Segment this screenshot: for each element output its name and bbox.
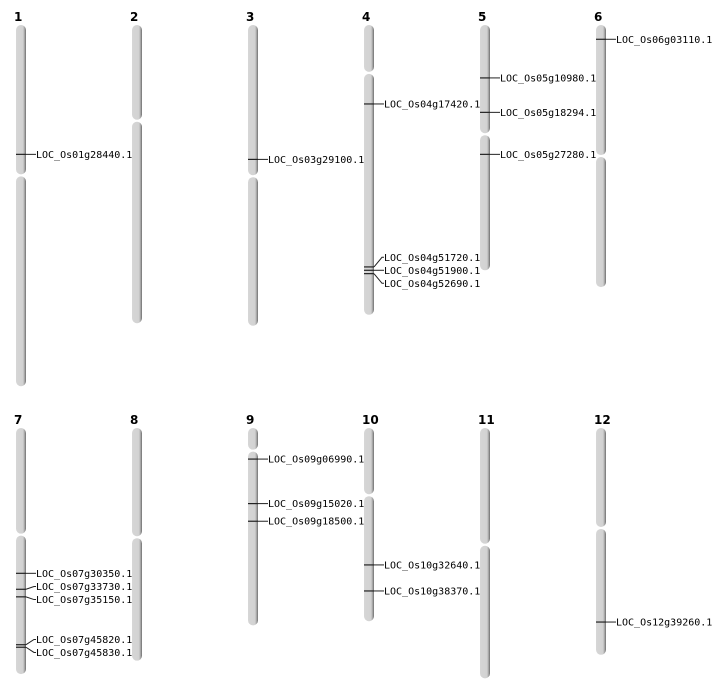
chromosome-long-arm [364, 73, 374, 315]
chromosome-short-arm [596, 25, 606, 156]
chromosome-short-arm [132, 25, 142, 120]
marker-label: LOC_Os06g03110.1 [616, 35, 712, 46]
marker: LOC_Os04g51720.1 [364, 253, 480, 268]
marker: LOC_Os09g18500.1 [248, 517, 364, 528]
chromosome-number: 8 [130, 413, 138, 427]
chromosome-8: 8 [130, 413, 142, 661]
chromosome-short-arm [480, 428, 490, 544]
marker-label: LOC_Os05g27280.1 [500, 150, 596, 161]
chromosome-5: 5LOC_Os05g10980.1LOC_Os05g18294.1LOC_Os0… [478, 10, 596, 271]
marker-label: LOC_Os07g35150.1 [36, 595, 132, 606]
marker-label: LOC_Os09g15020.1 [268, 499, 364, 510]
chromosome-2: 2 [130, 10, 142, 324]
marker: LOC_Os01g28440.1 [16, 150, 132, 161]
marker-label: LOC_Os09g18500.1 [268, 517, 364, 528]
marker: LOC_Os07g45830.1 [16, 646, 132, 659]
chromosome-long-arm [364, 496, 374, 622]
marker-connector [25, 646, 36, 653]
marker: LOC_Os10g32640.1 [364, 560, 480, 571]
chromosome-number: 11 [478, 413, 495, 427]
chromosome-number: 3 [246, 10, 254, 24]
marker-label: LOC_Os10g32640.1 [384, 560, 480, 571]
marker: LOC_Os07g45820.1 [16, 635, 132, 646]
chromosome-long-arm [248, 451, 258, 626]
marker: LOC_Os04g52690.1 [364, 273, 480, 290]
marker: LOC_Os03g29100.1 [248, 155, 364, 166]
marker-label: LOC_Os07g30350.1 [36, 569, 132, 580]
marker-label: LOC_Os10g38370.1 [384, 586, 480, 597]
marker: LOC_Os06g03110.1 [596, 35, 712, 46]
chromosome-number: 7 [14, 413, 22, 427]
chromosome-long-arm [480, 545, 490, 679]
chromosome-short-arm [248, 428, 258, 450]
marker: LOC_Os05g18294.1 [480, 108, 596, 119]
chromosome-long-arm [132, 538, 142, 661]
marker: LOC_Os12g39260.1 [596, 618, 712, 629]
chromosome-number: 10 [362, 413, 379, 427]
marker-connector [373, 273, 384, 284]
marker-label: LOC_Os01g28440.1 [36, 150, 132, 161]
chromosome-long-arm [16, 176, 26, 387]
marker-label: LOC_Os07g33730.1 [36, 582, 132, 593]
chromosome-4: 4LOC_Os04g17420.1LOC_Os04g51720.1LOC_Os0… [362, 10, 480, 315]
chromosome-short-arm [132, 428, 142, 537]
chromosome-long-arm [480, 135, 490, 271]
marker-connector [373, 256, 384, 268]
marker: LOC_Os05g27280.1 [480, 150, 596, 161]
marker-label: LOC_Os04g51720.1 [384, 253, 480, 264]
chromosome-number: 2 [130, 10, 138, 24]
marker-label: LOC_Os05g18294.1 [500, 108, 596, 119]
chromosome-number: 12 [594, 413, 611, 427]
marker-label: LOC_Os07g45830.1 [36, 648, 132, 659]
marker: LOC_Os05g10980.1 [480, 73, 596, 84]
chromosome-number: 5 [478, 10, 486, 24]
chromosome-7: 7LOC_Os07g30350.1LOC_Os07g33730.1LOC_Os0… [14, 413, 132, 675]
chromosome-long-arm [132, 121, 142, 324]
chromosome-short-arm [364, 25, 374, 72]
chromosome-number: 1 [14, 10, 22, 24]
chromosome-short-arm [596, 428, 606, 527]
marker: LOC_Os09g06990.1 [248, 455, 364, 466]
chromosome-short-arm [364, 428, 374, 495]
marker: LOC_Os07g35150.1 [16, 595, 132, 606]
marker-label: LOC_Os05g10980.1 [500, 73, 596, 84]
marker: LOC_Os10g38370.1 [364, 586, 480, 597]
marker: LOC_Os04g17420.1 [364, 99, 480, 110]
marker-connector [25, 638, 36, 646]
marker-label: LOC_Os04g51900.1 [384, 266, 480, 277]
chromosome-number: 4 [362, 10, 370, 24]
chromosome-number: 6 [594, 10, 602, 24]
chromosome-short-arm [16, 428, 26, 534]
chromosome-number: 9 [246, 413, 254, 427]
marker: LOC_Os04g51900.1 [364, 266, 480, 277]
chromosome-short-arm [248, 25, 258, 176]
marker-label: LOC_Os04g52690.1 [384, 279, 480, 290]
chromosome-9: 9LOC_Os09g06990.1LOC_Os09g15020.1LOC_Os0… [246, 413, 364, 626]
chromosome-11: 11 [478, 413, 495, 679]
marker: LOC_Os07g30350.1 [16, 569, 132, 580]
marker-label: LOC_Os07g45820.1 [36, 635, 132, 646]
marker-label: LOC_Os04g17420.1 [384, 99, 480, 110]
chromosome-long-arm [248, 177, 258, 326]
chromosome-short-arm [16, 25, 26, 175]
chromosome-long-arm [596, 528, 606, 655]
marker: LOC_Os09g15020.1 [248, 499, 364, 510]
marker-label: LOC_Os09g06990.1 [268, 455, 364, 466]
marker-connector [25, 586, 36, 590]
chromosome-long-arm [16, 535, 26, 675]
marker-connector [25, 596, 36, 601]
marker-label: LOC_Os03g29100.1 [268, 155, 364, 166]
chromosome-short-arm [480, 25, 490, 134]
chromosome-long-arm [596, 157, 606, 288]
marker: LOC_Os07g33730.1 [16, 582, 132, 593]
marker-label: LOC_Os12g39260.1 [616, 618, 712, 629]
